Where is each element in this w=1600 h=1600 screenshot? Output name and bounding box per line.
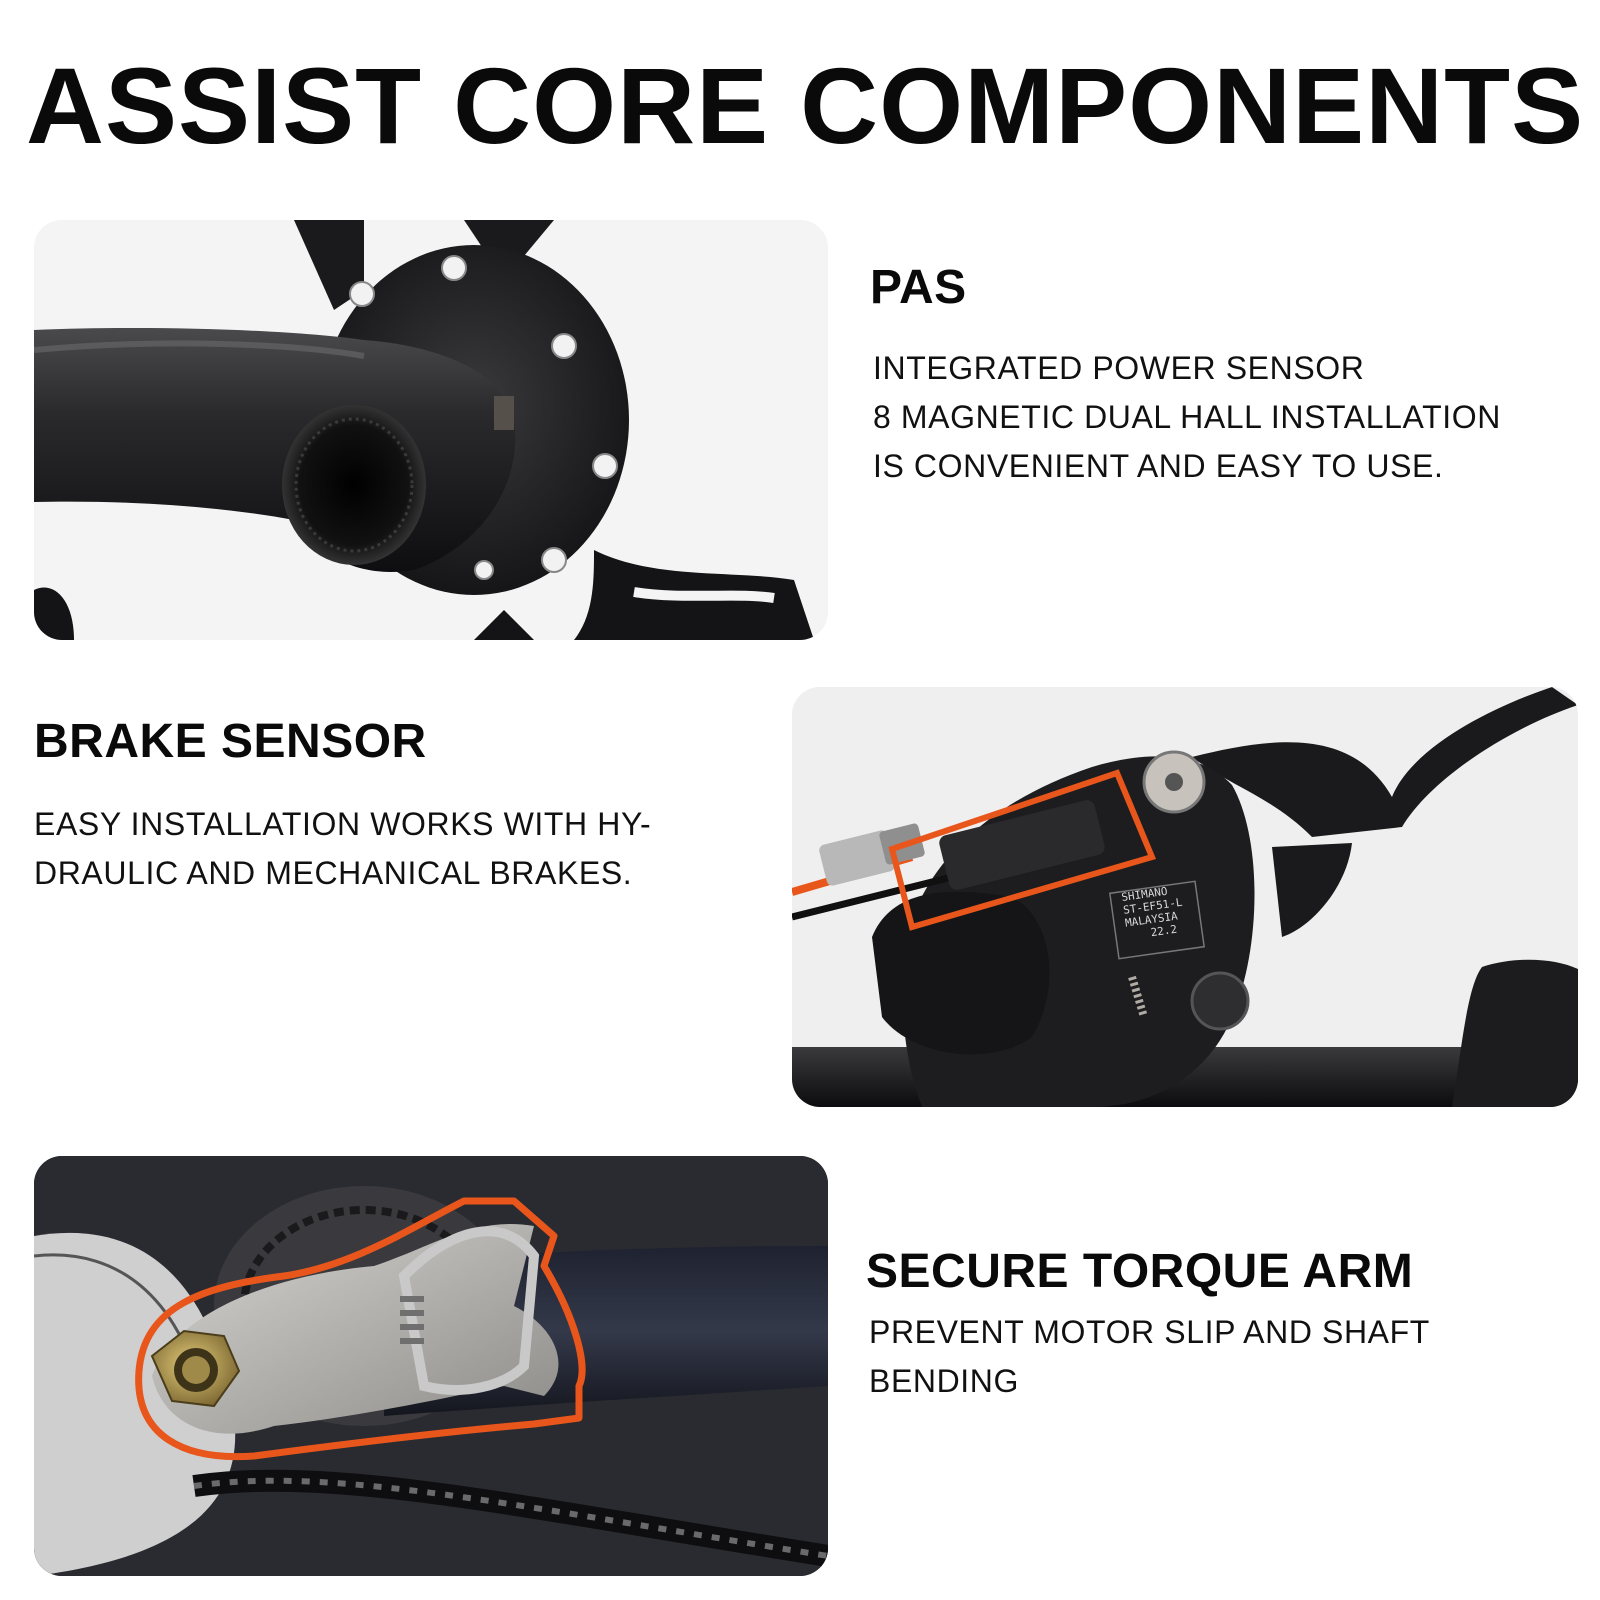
pas-sensor-photo bbox=[34, 220, 828, 640]
page-title: ASSIST CORE COMPONENTS bbox=[26, 45, 1585, 166]
pas-description: INTEGRATED POWER SENSOR 8 MAGNETIC DUAL … bbox=[873, 350, 1501, 484]
pas-heading: PAS bbox=[870, 261, 967, 314]
brake-sensor-description: EASY INSTALLATION WORKS WITH HY- DRAULIC… bbox=[34, 806, 652, 891]
torque-arm-heading: SECURE TORQUE ARM bbox=[866, 1245, 1414, 1298]
brake-sensor-heading: BRAKE SENSOR bbox=[34, 715, 427, 768]
torque-arm-photo bbox=[34, 1156, 828, 1576]
shimano-stamp: SHIMANO ST-EF51-L MALAYSIA 22.2 bbox=[1121, 882, 1194, 943]
brake-sensor-photo: SHIMANO ST-EF51-L MALAYSIA 22.2 bbox=[792, 687, 1578, 1107]
torque-arm-description: PREVENT MOTOR SLIP AND SHAFT BENDING bbox=[869, 1314, 1430, 1399]
